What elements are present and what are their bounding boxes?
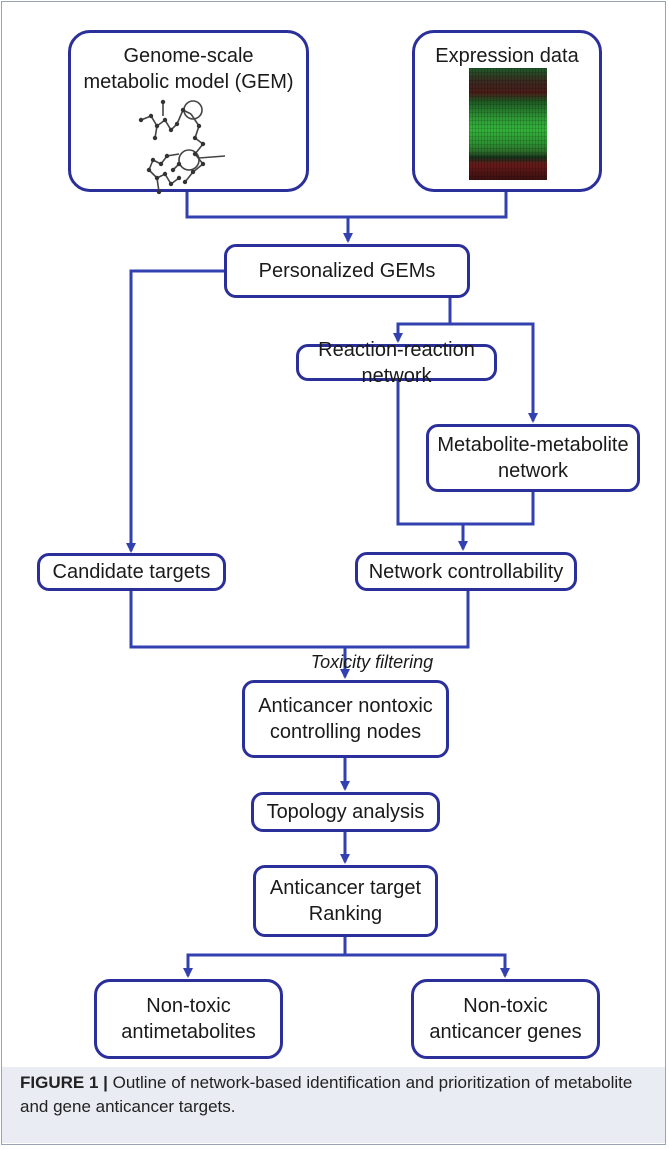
caption-label: FIGURE 1 |: [20, 1073, 108, 1092]
edge-personalized-split: [393, 297, 452, 343]
edge-metabolite-down: [463, 491, 535, 526]
anticancer-nodes-box: Anticancer nontoxic controlling nodes: [242, 680, 449, 758]
figure-caption: FIGURE 1 | Outline of network-based iden…: [20, 1071, 650, 1119]
gem-box: Genome-scale metabolic model (GEM): [68, 30, 309, 195]
metabolic-network-icon: [138, 99, 226, 195]
expression-heatmap-image: [469, 68, 547, 180]
caption-text: Outline of network-based identification …: [20, 1073, 633, 1117]
edge-candidate-down: [129, 590, 470, 649]
edge-ranking-genes: [345, 953, 510, 978]
personalized-gems-box: Personalized GEMs: [224, 244, 470, 298]
reaction-network-box: Reaction-reaction network: [296, 339, 497, 387]
candidate-targets-box: Candidate targets: [37, 553, 226, 591]
network-controllability-box: Network controllability: [355, 552, 577, 591]
gem-label: Genome-scale metabolic model (GEM): [83, 45, 294, 93]
edge-personalized-candidate: [126, 269, 226, 553]
caption-background: [2, 1067, 665, 1143]
non-toxic-genes-box: Non-toxic anticancer genes: [411, 979, 600, 1059]
edge-split-metabolite: [450, 322, 538, 423]
toxicity-filtering-label: Toxicity filtering: [310, 652, 434, 672]
topology-analysis-box: Topology analysis: [251, 792, 440, 832]
edge-reaction-down: [396, 379, 463, 526]
non-toxic-antimetabolites-box: Non-toxic antimetabolites: [94, 979, 283, 1059]
expression-label: Expression data: [435, 45, 579, 67]
edge-ranking-split: [183, 936, 347, 978]
metabolite-network-box: Metabolite-metabolite network: [426, 424, 640, 492]
anticancer-ranking-box: Anticancer target Ranking: [253, 865, 438, 937]
